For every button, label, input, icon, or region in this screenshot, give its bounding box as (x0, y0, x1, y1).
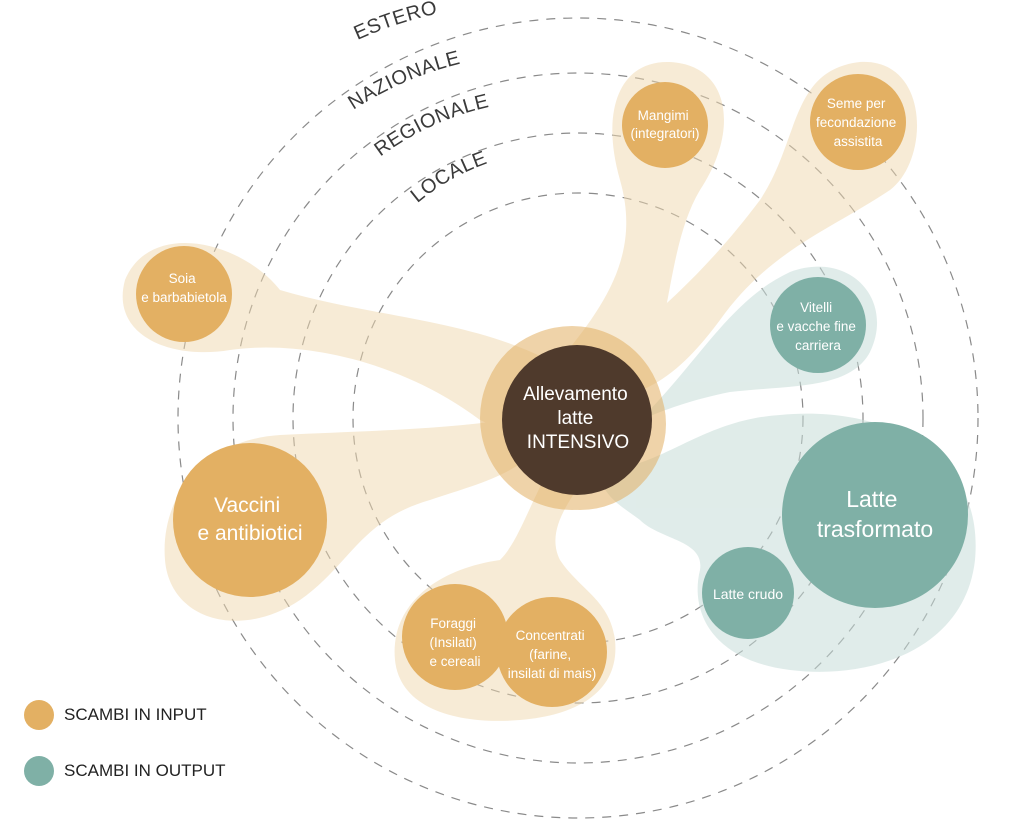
legend-input-swatch (24, 700, 54, 730)
node-mangimi-label: Mangimi (integratori) (630, 108, 699, 141)
legend-input: SCAMBI IN INPUT (24, 700, 207, 730)
node-seme-circle (810, 74, 906, 170)
node-vaccini-circle (173, 443, 327, 597)
legend-output: SCAMBI IN OUTPUT (24, 756, 226, 786)
ring-label-regionale: REGIONALE (370, 90, 491, 161)
node-latte-crudo-label: Latte crudo (713, 586, 783, 602)
legend-output-swatch (24, 756, 54, 786)
node-concentrati-circle (497, 597, 607, 707)
node-latte-crudo-circle (702, 547, 794, 639)
node-vaccini-label: Vaccini e antibiotici (197, 494, 302, 545)
node-mangimi-circle (622, 82, 708, 168)
ring-label-estero: ESTERO (351, 0, 440, 45)
legend-input-label: SCAMBI IN INPUT (64, 705, 207, 724)
flow-soia (122, 242, 581, 430)
node-vitelli-circle (770, 277, 866, 373)
node-foraggi-label: Foraggi (Insilati) e cereali (429, 616, 480, 669)
node-vitelli-label: Vitelli e vacche fine carriera (776, 300, 859, 353)
node-latte-trasformato-circle (782, 422, 968, 608)
output-nodes (702, 277, 968, 639)
center-node-circle (502, 345, 652, 495)
node-foraggi-circle (402, 584, 508, 690)
ring-nazionale (232, 72, 924, 764)
legend-output-label: SCAMBI IN OUTPUT (64, 761, 226, 780)
node-soia-circle (136, 246, 232, 342)
input-nodes (136, 74, 906, 707)
node-soia-label: Soia e barbabietola (141, 271, 227, 305)
node-seme-label: Seme per fecondazione assistita (816, 96, 900, 149)
ring-label-locale: LOCALE (407, 147, 490, 207)
node-concentrati-label: Concentrati (farine, insilati di mais) (508, 628, 597, 681)
node-latte-trasformato-label: Latte trasformato (817, 486, 933, 542)
ring-estero (177, 17, 979, 819)
center-label: Allevamento latte INTENSIVO (523, 384, 633, 453)
